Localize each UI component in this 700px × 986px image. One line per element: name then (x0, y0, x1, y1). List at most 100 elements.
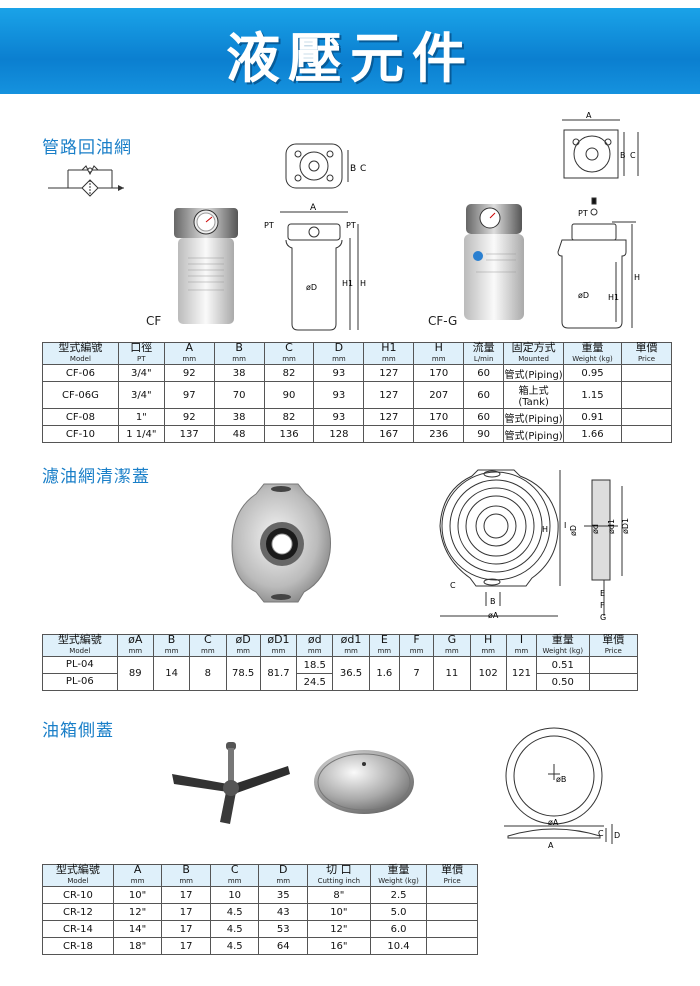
dim-c-label-pl: C (450, 581, 456, 590)
t1-cell: 管式(Piping) (503, 364, 565, 382)
wrench-tool-photo (172, 742, 290, 824)
dim-a-label-pl: øA (488, 611, 499, 620)
dim-d-label-g: øD (578, 291, 589, 300)
t1-cell: CF-08 (42, 408, 119, 426)
t3-cell: 64 (258, 937, 308, 955)
dim-oa-label-cr: øA (548, 818, 559, 827)
t1-cell: 3/4" (117, 364, 165, 382)
dim-c-label-cr: C (598, 829, 604, 838)
t1-cell: 38 (213, 408, 265, 426)
t3-cell: 10" (112, 886, 163, 904)
t1-cell (620, 364, 673, 382)
dim-h-label-pl: H (542, 525, 548, 534)
t1-cell: 1" (117, 408, 165, 426)
t3-cell: 4.5 (209, 903, 260, 921)
cf-label: CF (146, 314, 162, 328)
t1-cell (620, 381, 673, 409)
t1-cell: CF-10 (42, 425, 119, 443)
dim-a-label: A (310, 203, 317, 213)
t1-cell: 90 (263, 381, 315, 409)
dim-d1-label-pl: ød1 (607, 519, 616, 534)
t2-i-cell: 121 (505, 656, 538, 691)
t3-cell: 53 (258, 920, 308, 938)
dim-d-label: øD (306, 283, 317, 292)
t1-cell: 管式(Piping) (503, 408, 565, 426)
dim-od-label-pl: øD (569, 525, 578, 536)
t1-cell: 3/4" (117, 381, 165, 409)
t2-od-cell: 78.5 (225, 656, 261, 691)
dim-pt-right-label: PT (346, 221, 356, 230)
t2-weight-cell-2: 0.50 (536, 673, 590, 691)
t2-price-cell-1 (588, 656, 638, 674)
t2-b-cell: 14 (152, 656, 191, 691)
dim-b-label-g: B (620, 151, 626, 160)
t1-cell: 170 (413, 408, 465, 426)
dim-f-label-pl: F (600, 601, 605, 610)
t1-cell: CF-06 (42, 364, 119, 382)
section-title-return-filter: 管路回油網 (42, 138, 132, 158)
dim-b-label-pl: B (490, 597, 496, 606)
t1-cell: 236 (413, 425, 465, 443)
t1-cell: 60 (463, 408, 505, 426)
t1-cell: 92 (163, 364, 215, 382)
tank-cover-drawing: øB øA A C D (504, 727, 620, 848)
dim-g-label-pl: G (600, 613, 606, 622)
dim-od1-label-pl: øD1 (621, 518, 630, 534)
page-title: 液壓元件 (226, 26, 474, 90)
t1-cell: CF-06G (42, 381, 119, 409)
t2-c-cell: 8 (189, 656, 227, 691)
dim-a-label-cr: A (548, 841, 554, 848)
t1-cell: 0.91 (563, 408, 622, 426)
t1-cell: 136 (263, 425, 315, 443)
dim-ob-label-cr: øB (556, 775, 566, 784)
t3-cell: 2.5 (369, 886, 428, 904)
t2-e-cell: 1.6 (368, 656, 400, 691)
t1-cell: 1.15 (563, 381, 622, 409)
t1-cell: 60 (463, 381, 505, 409)
t3-cell: 17 (161, 937, 211, 955)
t2-model-cell: PL-04 PL-06 (42, 656, 118, 691)
t2-g-cell: 11 (433, 656, 471, 691)
t1-cell: 97 (163, 381, 215, 409)
t3-cell: 17 (161, 903, 211, 921)
dim-i-label: I (564, 521, 566, 530)
t3-cell: 35 (258, 886, 308, 904)
t1-cell: 箱上式(Tank) (503, 381, 565, 409)
t3-cell: 8" (307, 886, 371, 904)
t1-cell: 137 (163, 425, 215, 443)
section-title-cleaning-cover: 濾油網清潔蓋 (42, 467, 150, 487)
t1-cell: 92 (163, 408, 215, 426)
t3-cell: 43 (258, 903, 308, 921)
dim-b-label: B (350, 164, 356, 174)
t3-cell: 12" (112, 903, 163, 921)
filter-symbol-icon (48, 165, 124, 197)
dim-pt-label-g: PT (578, 209, 588, 218)
tank-cover-photo (314, 750, 414, 814)
t1-cell: 167 (363, 425, 415, 443)
t1-cell: 170 (413, 364, 465, 382)
t2-d1-cell: 36.5 (332, 656, 370, 691)
t2-f-cell: 7 (398, 656, 435, 691)
